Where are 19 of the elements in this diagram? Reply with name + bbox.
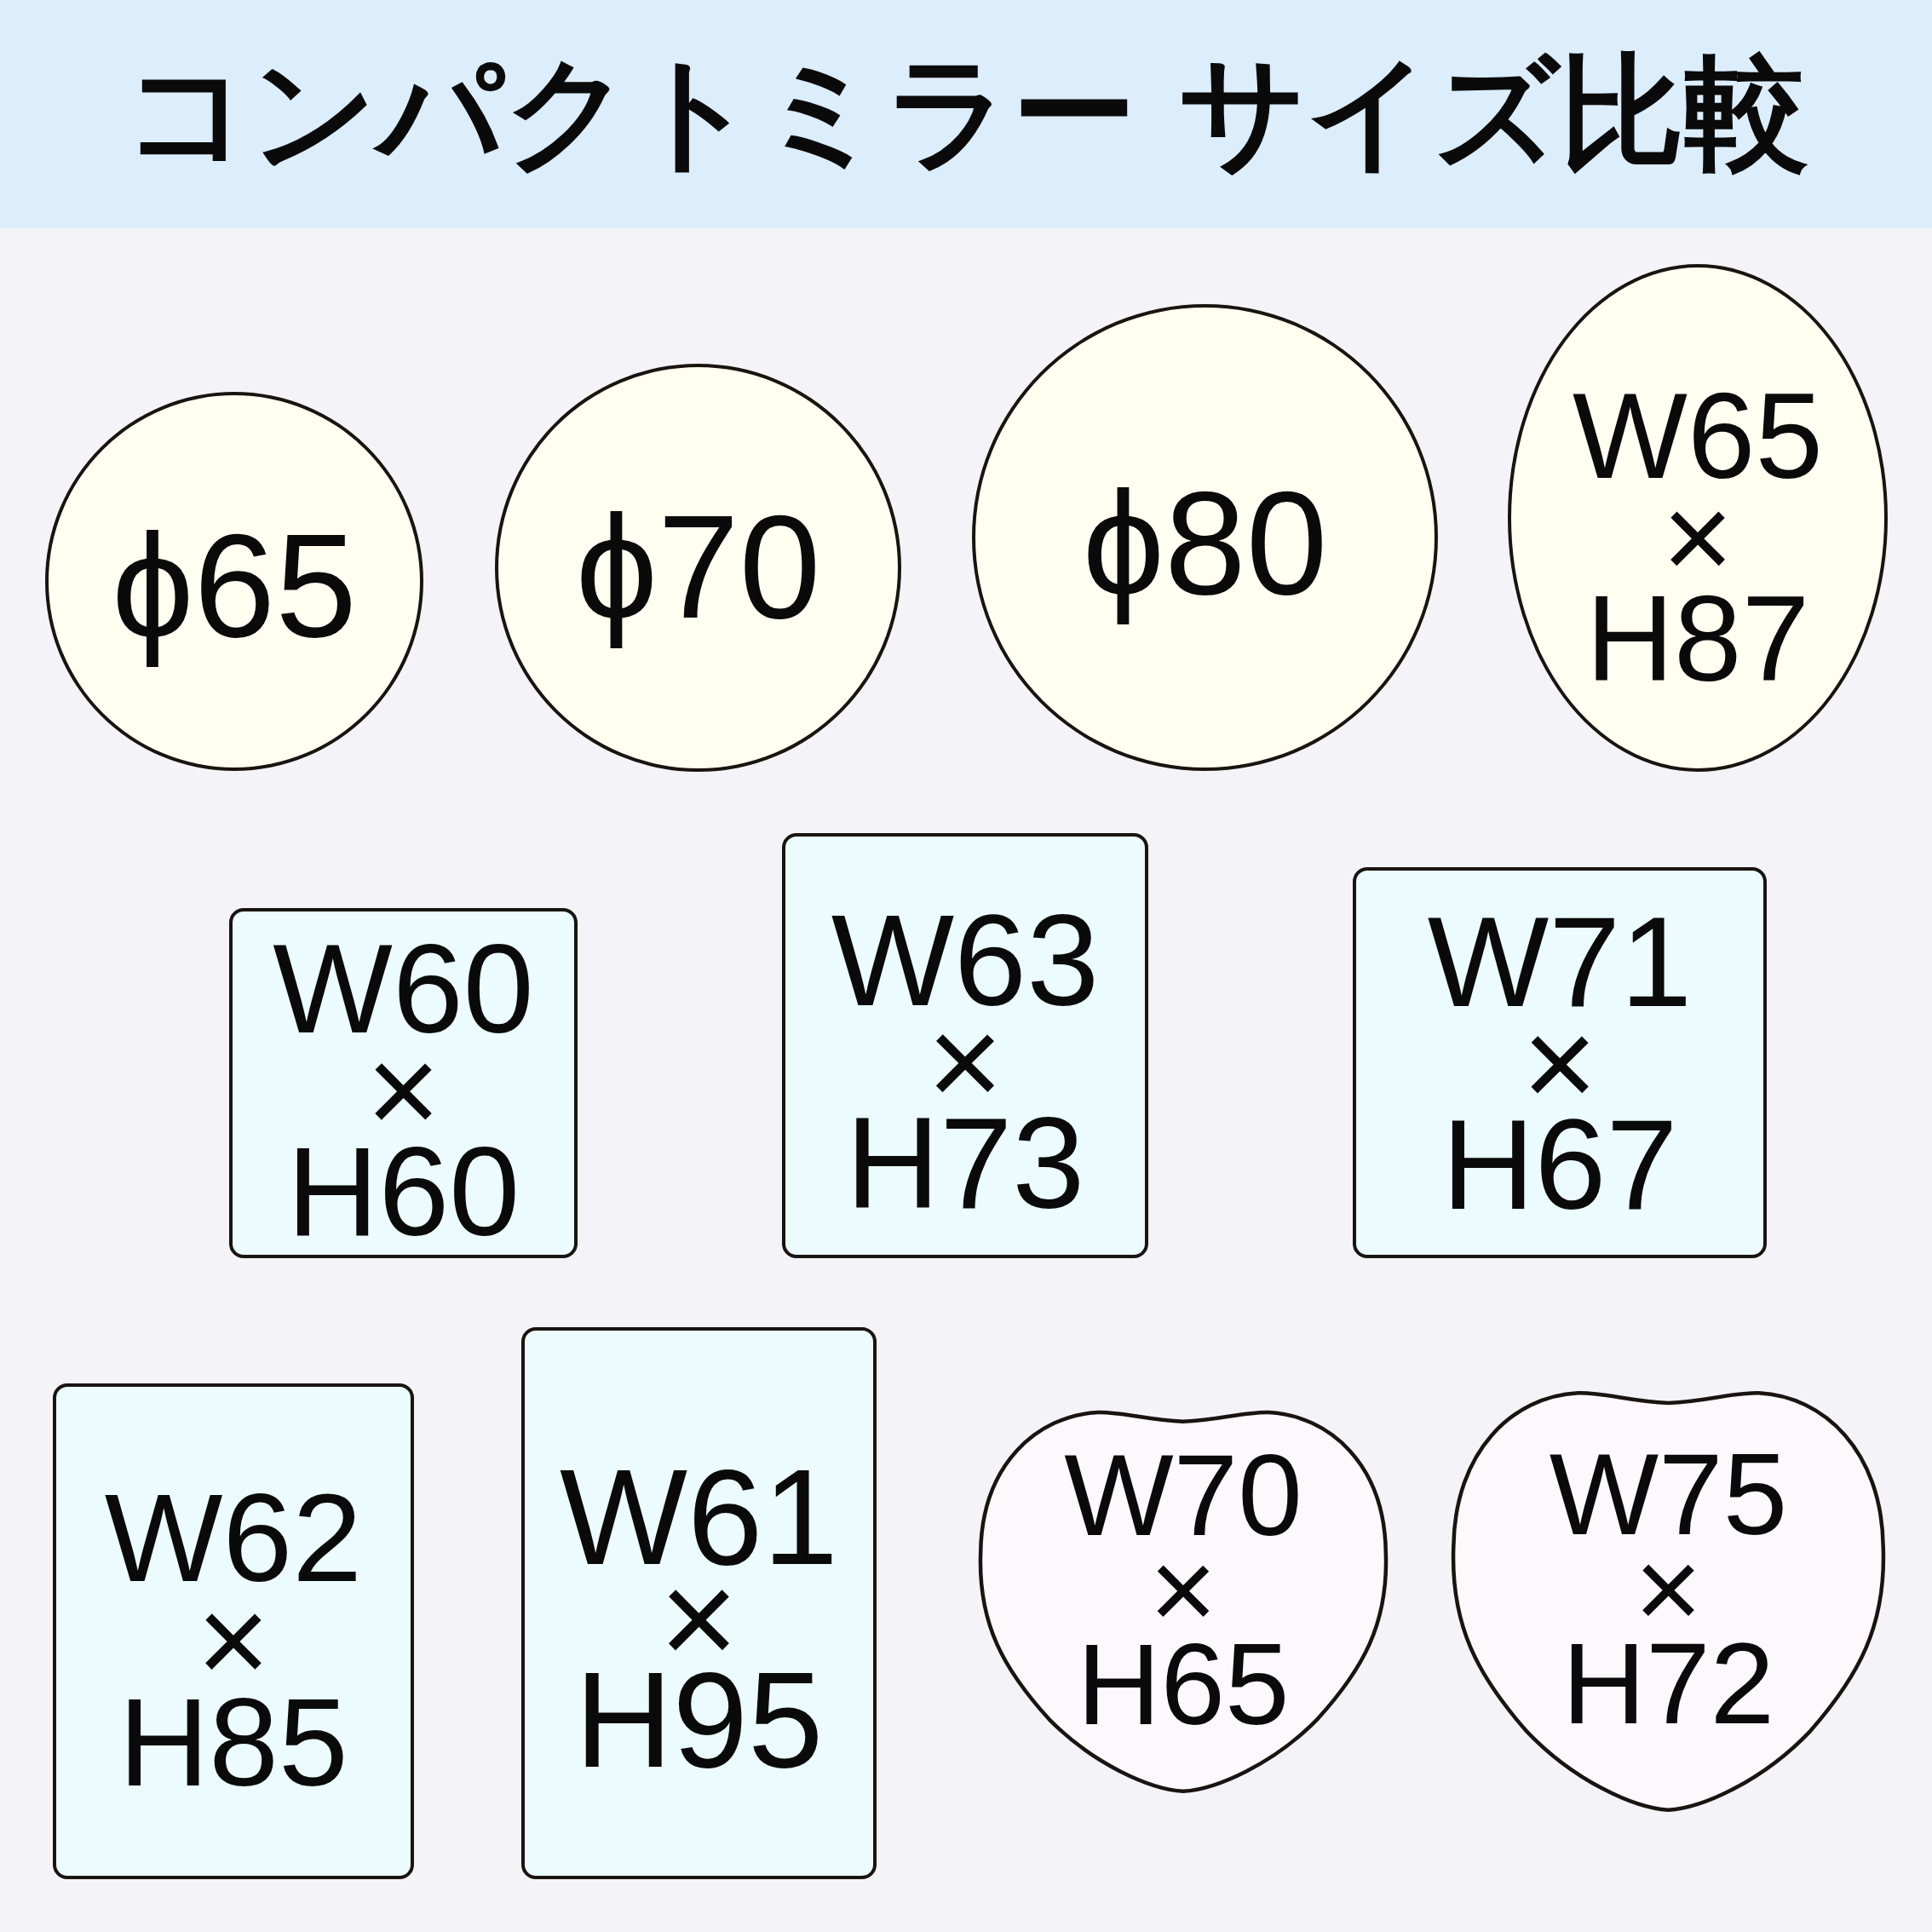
- rectangular-mirror: [782, 833, 1148, 1258]
- rectangular-mirror: [1353, 867, 1767, 1258]
- size-label: W61 × H95: [560, 1466, 838, 1771]
- heart-mirror: [978, 1410, 1389, 1793]
- heart-mirror: [1451, 1390, 1886, 1812]
- rectangular-mirror: [521, 1327, 877, 1879]
- title: コンパクトミラー サイズ比較: [123, 41, 1809, 184]
- rectangular-mirror: [53, 1383, 414, 1879]
- size-label: W70 × H65: [1064, 1447, 1302, 1732]
- size-label: ϕ80: [1082, 460, 1328, 626]
- size-label: W60 × H60: [273, 938, 534, 1242]
- size-label: W71 × H67: [1427, 911, 1693, 1215]
- size-label: W63 × H73: [831, 909, 1100, 1213]
- rectangular-mirror: [229, 908, 578, 1258]
- size-label: ϕ65: [112, 502, 357, 669]
- size-label: W62 × H85: [104, 1486, 363, 1793]
- size-label: ϕ70: [575, 483, 821, 650]
- size-label: W75 × H72: [1549, 1447, 1788, 1731]
- size-label: W65 × H87: [1573, 384, 1823, 689]
